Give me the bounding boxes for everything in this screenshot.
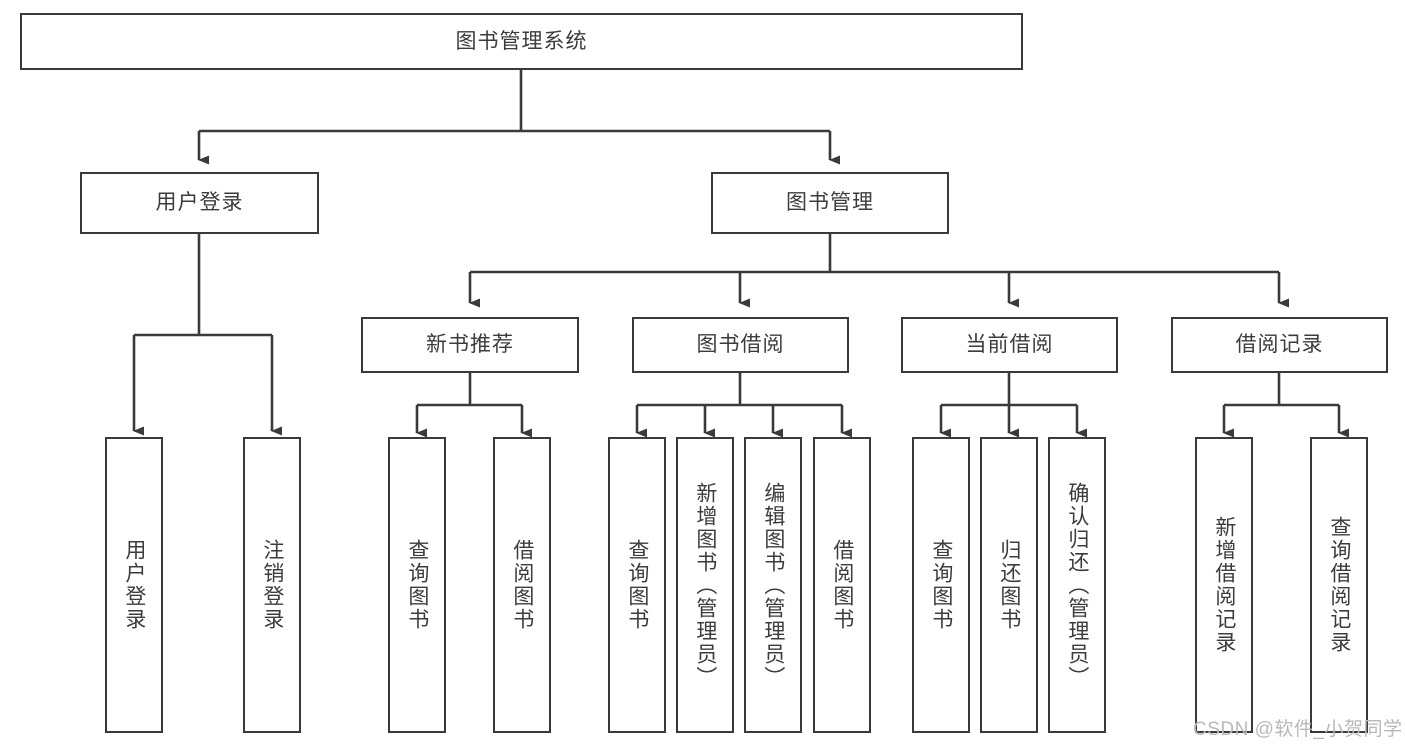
node-label: 借阅图书 <box>830 539 854 631</box>
node-label: 新增借阅记录 <box>1212 516 1236 654</box>
node-label: 用户登录 <box>122 539 146 631</box>
node-label: 查询图书 <box>929 539 953 631</box>
node-label: 查询借阅记录 <box>1327 516 1351 654</box>
node-borrow-record[interactable]: 借阅记录 <box>1171 317 1388 373</box>
leaf-user-login[interactable]: 用户登录 <box>105 437 163 733</box>
leaf-borrow-query-book[interactable]: 查询图书 <box>608 437 666 733</box>
leaf-newbook-query-book[interactable]: 查询图书 <box>388 437 446 733</box>
csdn-watermark: CSDN @软件_小贺同学 <box>1193 719 1403 740</box>
node-root-title[interactable]: 图书管理系统 <box>20 13 1023 70</box>
leaf-logout[interactable]: 注销登录 <box>243 437 301 733</box>
node-label: 借阅图书 <box>510 539 534 631</box>
node-label: 注销登录 <box>260 539 284 631</box>
leaf-newbook-borrow-book[interactable]: 借阅图书 <box>493 437 551 733</box>
leaf-current-return-book[interactable]: 归还图书 <box>980 437 1038 733</box>
leaf-current-confirm-return-admin[interactable]: 确认归还（管理员） <box>1048 437 1106 733</box>
leaf-borrow-add-book-admin[interactable]: 新增图书（管理员） <box>676 437 734 733</box>
node-label: 归还图书 <box>997 539 1021 631</box>
node-label: 图书借阅 <box>696 333 785 357</box>
node-book-borrow[interactable]: 图书借阅 <box>632 317 849 373</box>
node-user-login[interactable]: 用户登录 <box>80 172 319 234</box>
node-current-borrow[interactable]: 当前借阅 <box>901 317 1118 373</box>
node-label: 图书管理 <box>786 191 874 215</box>
node-new-book-recommend[interactable]: 新书推荐 <box>361 317 579 373</box>
node-label: 新书推荐 <box>426 333 514 357</box>
node-label: 用户登录 <box>155 191 244 215</box>
leaf-record-add-record[interactable]: 新增借阅记录 <box>1195 437 1253 733</box>
leaf-borrow-edit-book-admin[interactable]: 编辑图书（管理员） <box>744 437 802 733</box>
node-label: 确认归还（管理员） <box>1065 481 1089 689</box>
leaf-borrow-borrow-book[interactable]: 借阅图书 <box>813 437 871 733</box>
node-label: 新增图书（管理员） <box>693 481 717 689</box>
leaf-current-query-book[interactable]: 查询图书 <box>912 437 970 733</box>
node-label: 查询图书 <box>405 539 429 631</box>
leaf-record-query-record[interactable]: 查询借阅记录 <box>1310 437 1368 733</box>
node-label: 当前借阅 <box>965 333 1054 357</box>
node-label: 编辑图书（管理员） <box>761 481 785 689</box>
node-label: 图书管理系统 <box>455 29 588 53</box>
node-label: 借阅记录 <box>1235 333 1324 357</box>
node-book-management[interactable]: 图书管理 <box>711 172 949 234</box>
node-label: 查询图书 <box>625 539 649 631</box>
